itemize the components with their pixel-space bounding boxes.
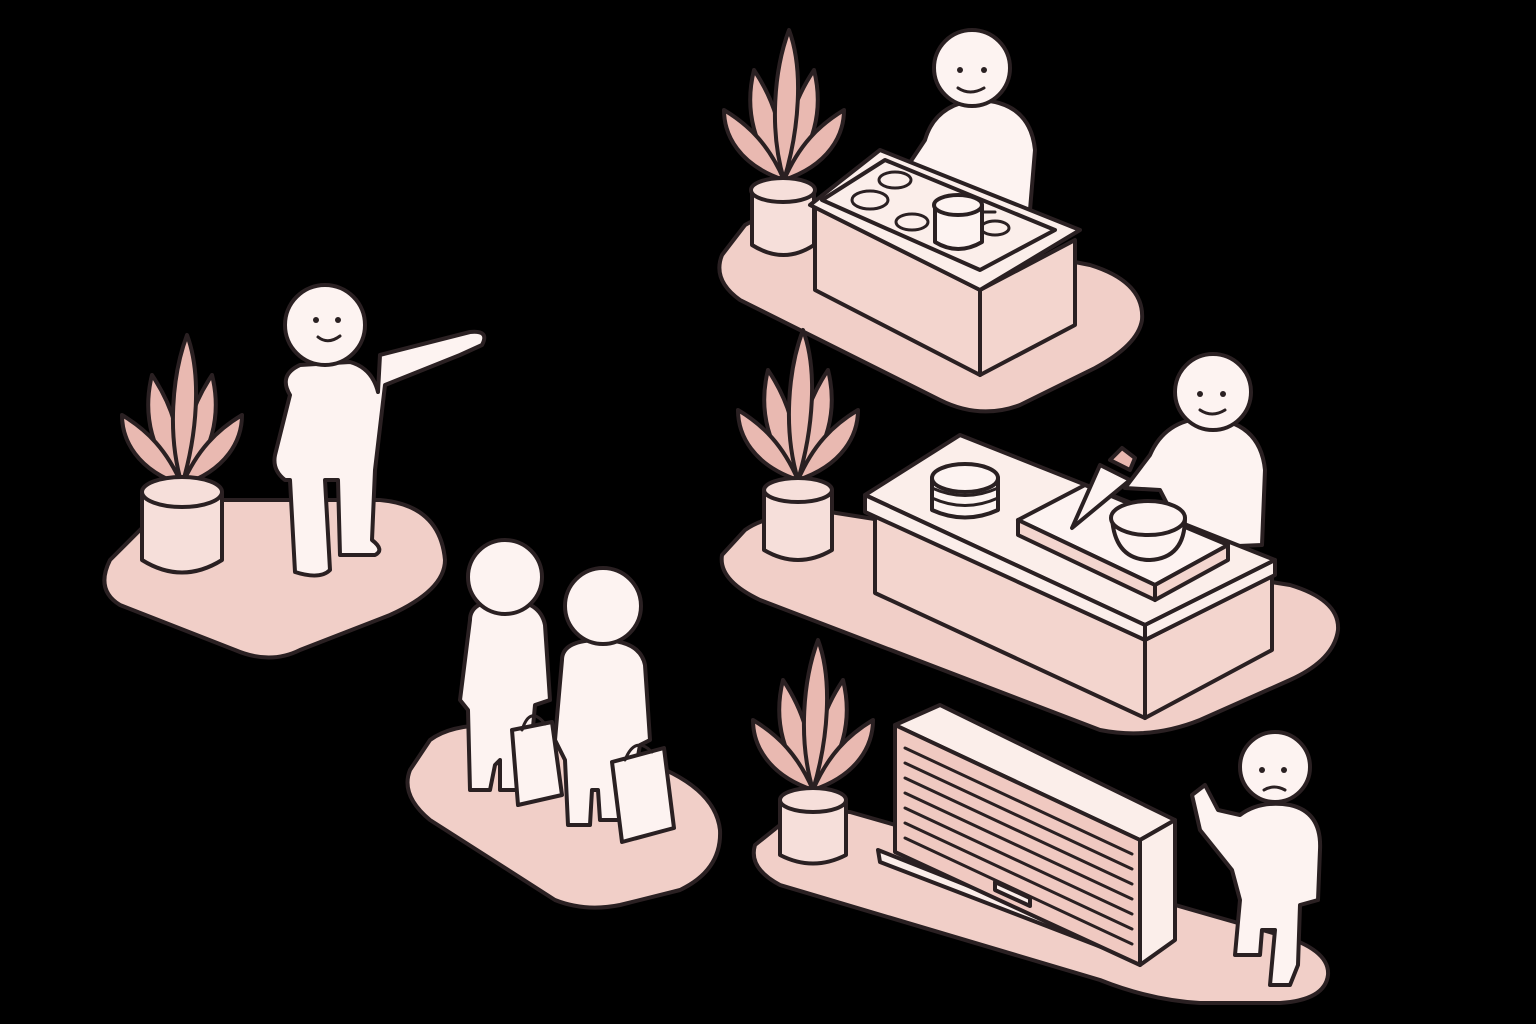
- vignette-shoppers-walking: [405, 538, 723, 910]
- plant-icon: [751, 638, 875, 792]
- vignette-guide-pointing: [102, 283, 487, 660]
- vignette-stove-cooking: [717, 28, 1145, 414]
- plant-pot: [140, 475, 224, 575]
- pot-icon: [932, 193, 997, 251]
- plate-stack-icon: [930, 462, 1000, 520]
- mixing-bowl-icon: [1109, 499, 1187, 562]
- plant-pot: [762, 476, 834, 562]
- piping-bag-icon: [1070, 446, 1137, 530]
- plant-pot: [778, 786, 848, 866]
- plant-icon: [120, 333, 244, 487]
- person-stop-icon: [1190, 730, 1323, 987]
- vignette-closed-shop: [751, 638, 1331, 1005]
- shopping-bag-icon: [610, 743, 676, 844]
- person-baker-icon: [1123, 352, 1267, 550]
- person-pointing-icon: [272, 283, 487, 578]
- plant-icon: [736, 328, 860, 482]
- rolling-shutter-icon: [876, 703, 1177, 967]
- vignette-pastry-counter: [719, 328, 1341, 736]
- shopping-bag-icon: [510, 714, 564, 807]
- plant-pot: [749, 176, 817, 257]
- plant-icon: [722, 28, 846, 182]
